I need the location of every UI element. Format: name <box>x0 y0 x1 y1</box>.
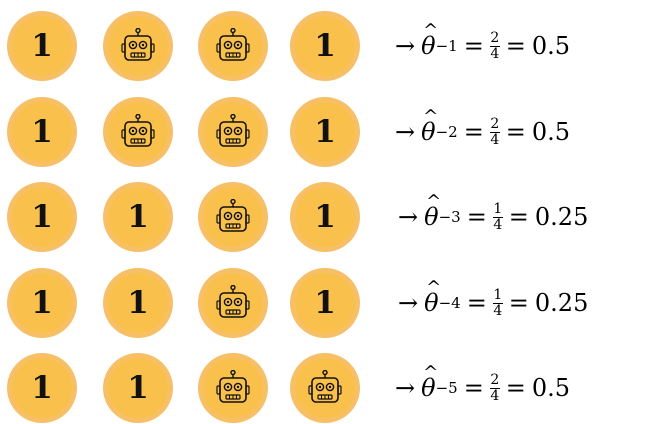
one-coin: 1 <box>290 182 360 252</box>
equals-sign: = <box>466 289 487 317</box>
theta-hat: ^θ <box>421 20 439 60</box>
coin-value: 1 <box>31 370 53 406</box>
robot-coin <box>198 353 268 423</box>
robot-icon <box>216 114 250 147</box>
arrow: → <box>395 32 416 60</box>
coin-value: 1 <box>314 28 336 64</box>
coin-value: 1 <box>314 114 336 150</box>
robot-coin <box>103 11 173 81</box>
equals-sign: = <box>505 374 526 402</box>
theta-subscript: −3 <box>438 208 461 226</box>
robot-icon <box>216 370 250 403</box>
one-coin: 1 <box>290 97 360 167</box>
one-coin: 1 <box>103 182 173 252</box>
coin-value: 1 <box>127 285 149 321</box>
estimate-value: 0.5 <box>531 118 571 146</box>
one-coin: 1 <box>7 182 77 252</box>
theta-hat: ^θ <box>424 191 442 231</box>
robot-icon <box>216 199 250 232</box>
equals-sign: = <box>505 118 526 146</box>
robot-icon <box>308 370 342 403</box>
equals-sign: = <box>463 118 484 146</box>
equals-sign: = <box>505 32 526 60</box>
coin-value: 1 <box>127 199 149 235</box>
coin-value: 1 <box>31 114 53 150</box>
robot-icon <box>121 114 155 147</box>
coin-value: 1 <box>31 28 53 64</box>
arrow: → <box>398 289 419 317</box>
estimate-value: 0.5 <box>531 374 571 402</box>
one-coin: 1 <box>7 11 77 81</box>
coin-value: 1 <box>314 285 336 321</box>
arrow: → <box>395 118 416 146</box>
robot-coin <box>198 11 268 81</box>
theta-subscript: −4 <box>438 294 461 312</box>
coin-value: 1 <box>31 199 53 235</box>
one-coin: 1 <box>103 353 173 423</box>
one-coin: 1 <box>7 268 77 338</box>
equals-sign: = <box>508 203 529 231</box>
theta-subscript: −1 <box>435 37 458 55</box>
estimate-value: 0.5 <box>531 32 571 60</box>
one-coin: 1 <box>7 353 77 423</box>
one-coin: 1 <box>290 268 360 338</box>
robot-coin <box>103 97 173 167</box>
coin-value: 1 <box>127 370 149 406</box>
estimate-value: 0.25 <box>534 203 589 231</box>
theta-hat: ^θ <box>421 106 439 146</box>
robot-icon <box>216 28 250 61</box>
robot-coin <box>198 268 268 338</box>
robot-coin <box>290 353 360 423</box>
robot-coin <box>198 182 268 252</box>
theta-subscript: −2 <box>435 123 458 141</box>
equals-sign: = <box>466 203 487 231</box>
coin-value: 1 <box>314 199 336 235</box>
theta-hat: ^θ <box>424 277 442 317</box>
equals-sign: = <box>463 32 484 60</box>
equals-sign: = <box>508 289 529 317</box>
equals-sign: = <box>463 374 484 402</box>
robot-coin <box>198 97 268 167</box>
coin-value: 1 <box>31 285 53 321</box>
estimate-value: 0.25 <box>534 289 589 317</box>
theta-subscript: −5 <box>435 379 458 397</box>
theta-hat: ^θ <box>421 362 439 402</box>
arrow: → <box>395 374 416 402</box>
one-coin: 1 <box>103 268 173 338</box>
robot-icon <box>216 285 250 318</box>
arrow: → <box>398 203 419 231</box>
one-coin: 1 <box>290 11 360 81</box>
one-coin: 1 <box>7 97 77 167</box>
robot-icon <box>121 28 155 61</box>
